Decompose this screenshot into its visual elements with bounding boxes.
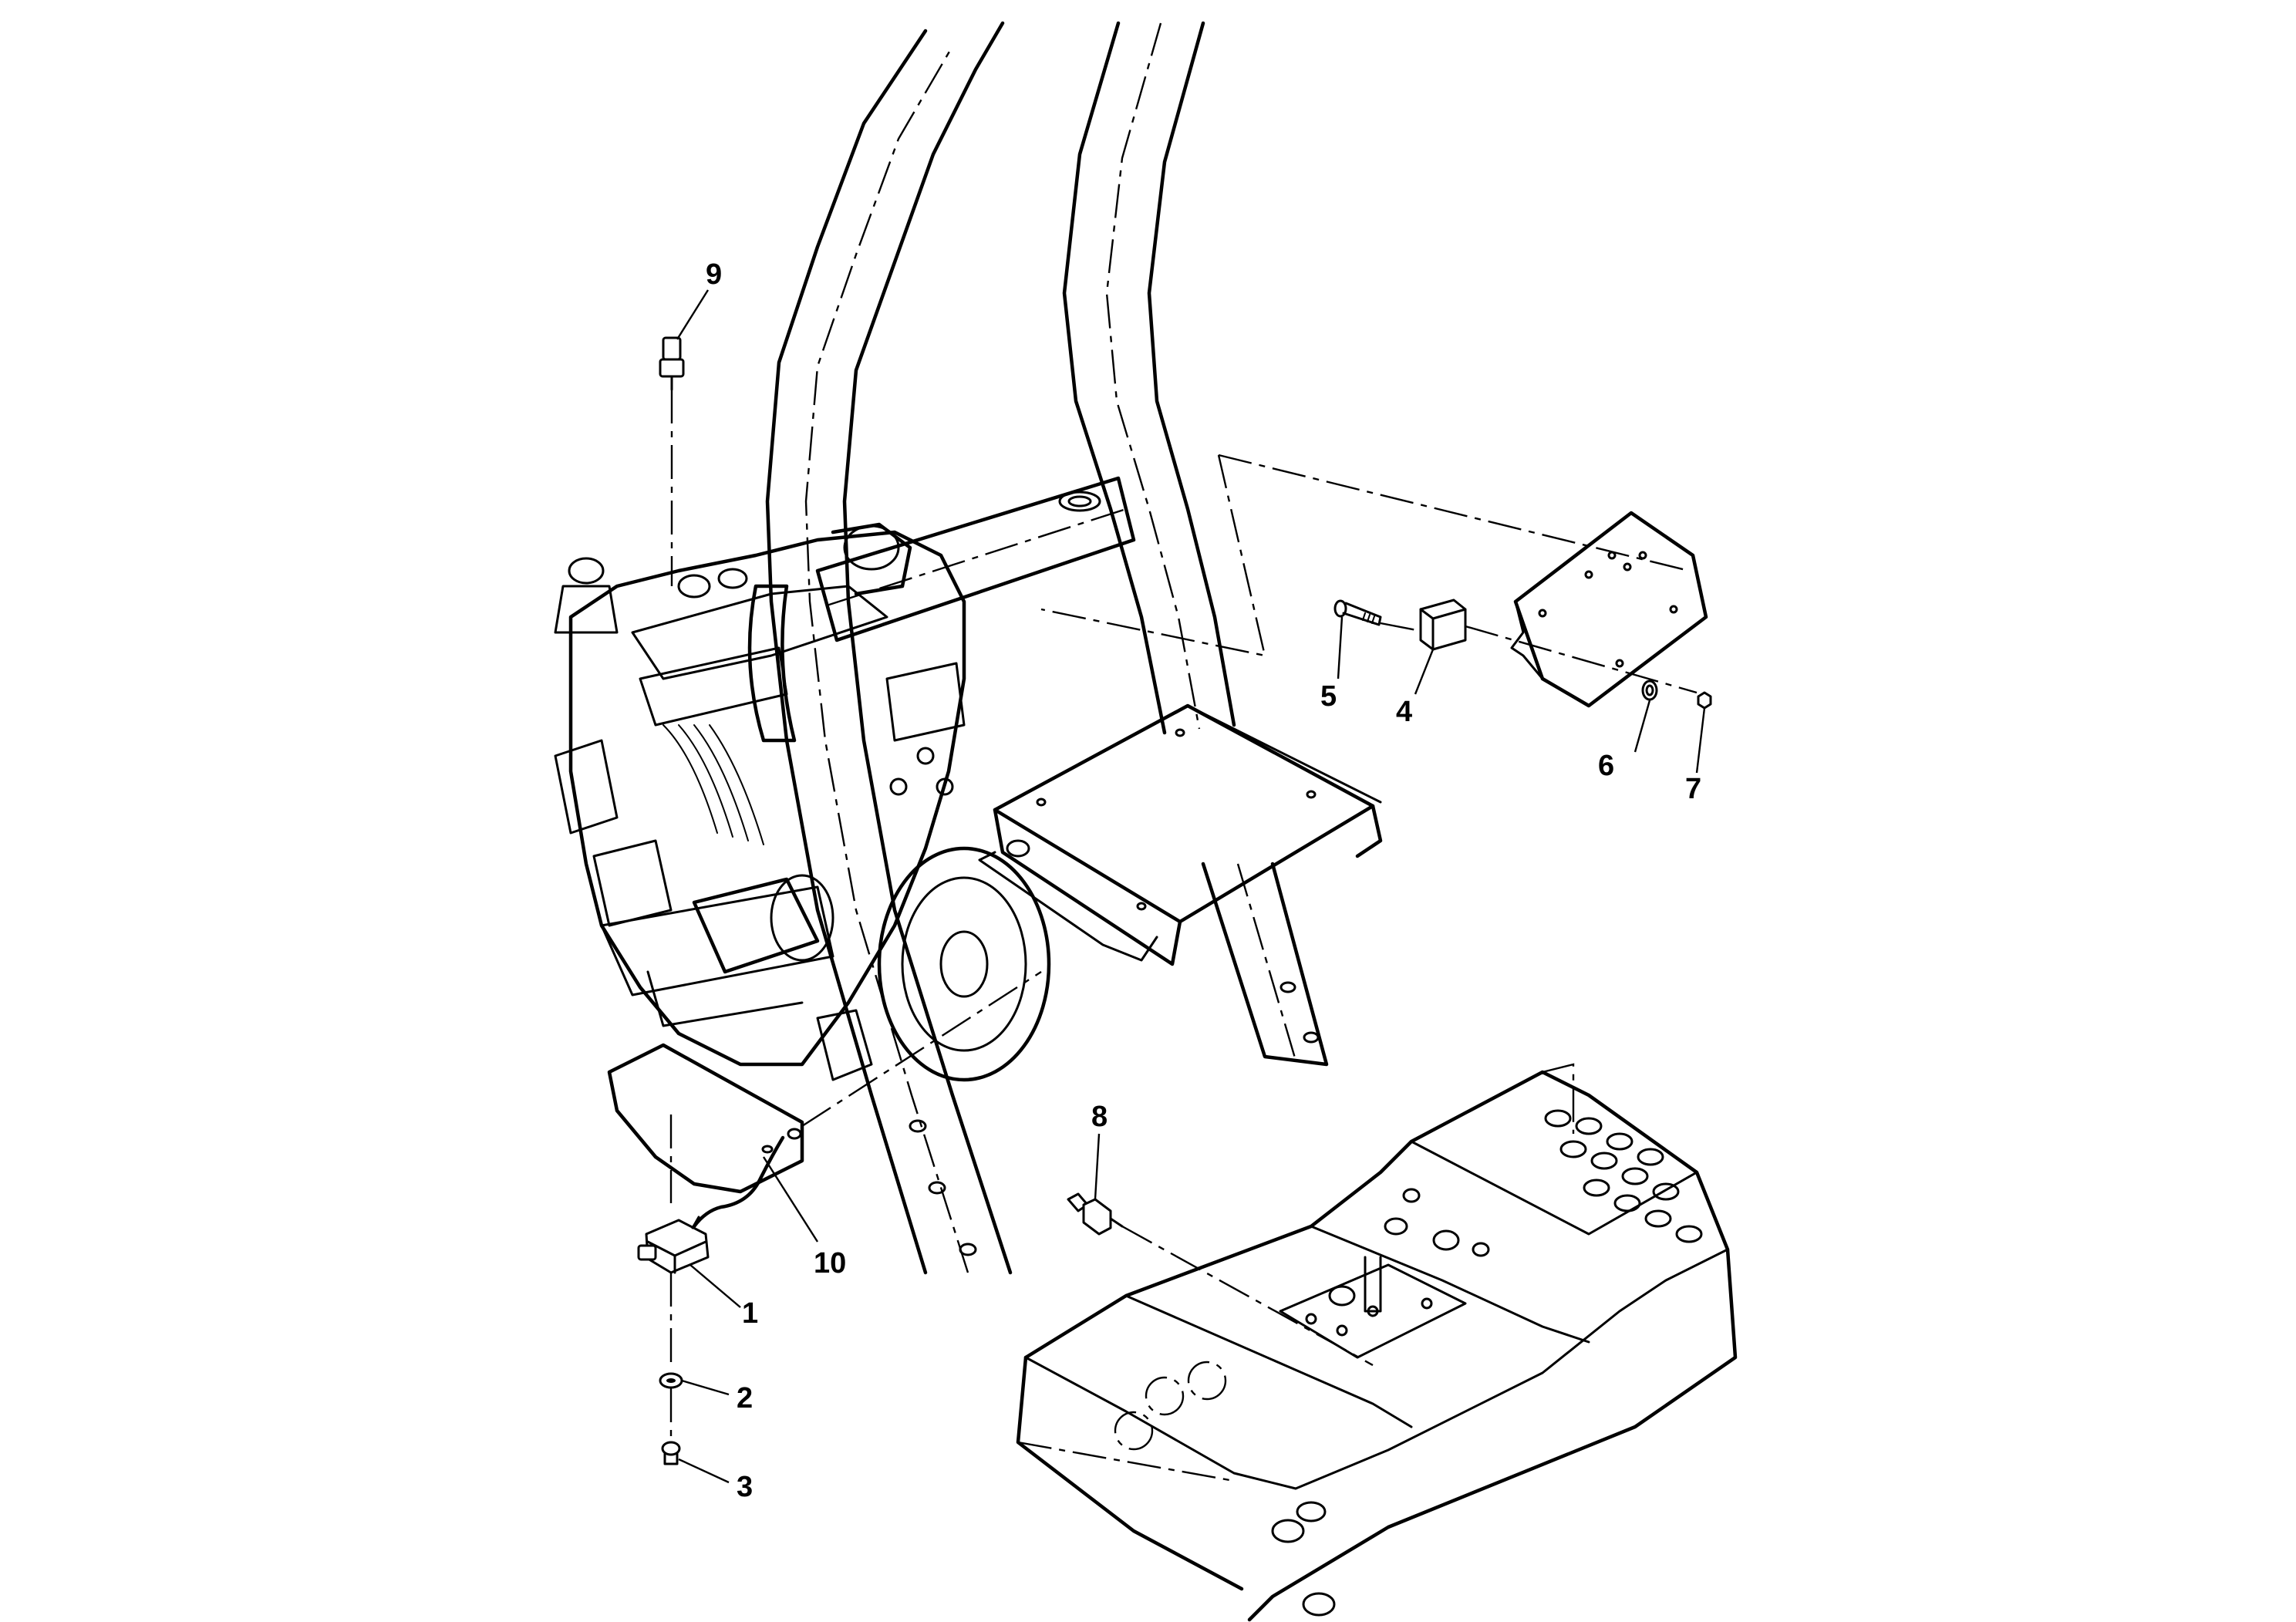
callout-8: 8 xyxy=(1091,1101,1108,1133)
part-8-pressure-sensor xyxy=(1067,1133,1374,1367)
callout-6: 6 xyxy=(1598,750,1614,782)
cooler-ports xyxy=(1544,1109,1703,1243)
callout-labels: 1 2 3 4 5 6 7 8 9 10 xyxy=(706,258,1701,1503)
part-2-washer xyxy=(659,1372,730,1438)
callout-4: 4 xyxy=(1396,696,1412,728)
callout-3: 3 xyxy=(737,1471,753,1503)
sensor-bracket-plate xyxy=(607,970,1042,1203)
part-9-temperature-sensor xyxy=(659,289,710,586)
callout-1: 1 xyxy=(742,1297,758,1330)
callout-2: 2 xyxy=(737,1382,753,1415)
bolt-stack-parts-4-7 xyxy=(1333,599,1712,774)
hydraulic-housing-assembly xyxy=(1016,1063,1738,1622)
callout-9: 9 xyxy=(706,258,722,291)
rops-roll-bar-frame xyxy=(765,21,1329,1275)
callout-7: 7 xyxy=(1685,773,1701,805)
part-1-switch-and-part-10-harness xyxy=(637,1135,819,1365)
callout-5: 5 xyxy=(1320,680,1337,713)
callout-10: 10 xyxy=(814,1247,846,1280)
mounting-platform-bracket xyxy=(978,703,1383,966)
rear-mounting-plate xyxy=(1040,454,1708,708)
part-3-screw xyxy=(661,1441,730,1484)
engine-assembly xyxy=(554,522,1051,1082)
